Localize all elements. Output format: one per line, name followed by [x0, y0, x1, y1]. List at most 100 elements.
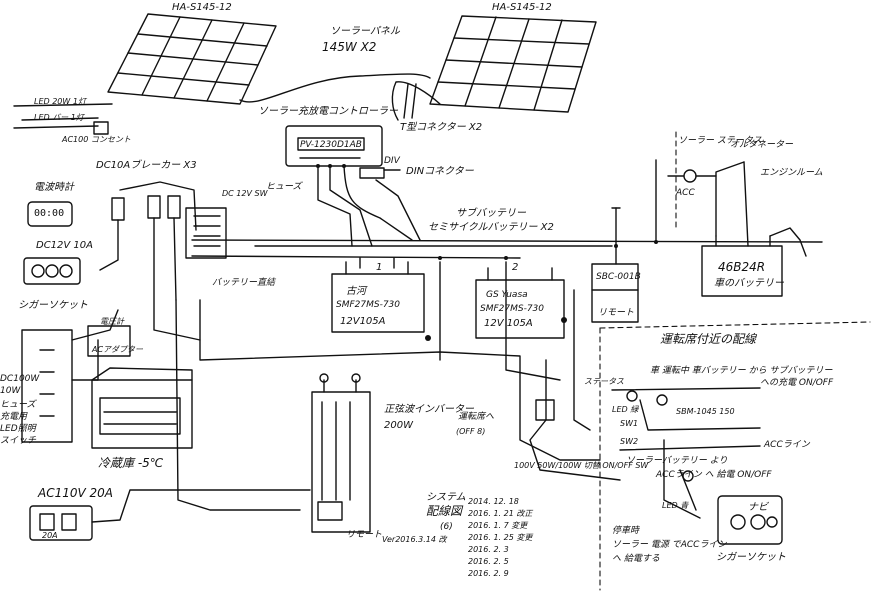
- isolator-remote: リモート: [598, 308, 635, 318]
- solar-status: ソーラー ステータス: [678, 136, 762, 146]
- fridge-adapter: ACアダプター: [92, 345, 144, 354]
- step-label: ステータス: [584, 377, 624, 386]
- driver-sbm: SBM-1045 150: [676, 407, 735, 416]
- fridge-label: 冷蔵庫 -5℃: [98, 456, 164, 470]
- left-edge-5: LED照明: [0, 424, 36, 434]
- driver-acc: ACCライン: [764, 440, 810, 450]
- led-outlet: AC100 コンセント: [62, 135, 131, 144]
- parking-1: 停車時: [612, 526, 640, 536]
- inverter-spec: 200W: [384, 420, 413, 431]
- solar-panel-right: [429, 15, 597, 113]
- car-battery-body: [701, 245, 783, 297]
- battery-1-num: 1: [376, 262, 383, 273]
- battery-2-spec: 12V 105A: [484, 318, 533, 329]
- dc-socket-label: シガーソケット: [18, 300, 88, 311]
- ac-outlet-tag: 20A: [42, 531, 58, 540]
- navi-label: ナビ: [748, 502, 768, 513]
- system-date-5: 2016. 2. 5: [468, 557, 509, 566]
- panel-spec: 145W X2: [322, 40, 377, 54]
- left-edge-3: ヒューズ: [0, 400, 36, 410]
- breaker-2: [147, 195, 161, 219]
- left-edge-4: 充電用: [0, 412, 28, 422]
- fuse-block: [185, 207, 227, 259]
- battery-1-spec: 12V105A: [340, 316, 386, 327]
- battery-2-num: 2: [512, 262, 519, 273]
- clock-label: 電波時計: [34, 182, 74, 193]
- ac-outlet-label: AC110V 20A: [38, 486, 113, 500]
- battery-relay-label: バッテリー直結: [212, 278, 276, 288]
- solar-panel-left: [107, 13, 277, 105]
- led-line-1: LED 20W 1灯: [34, 97, 86, 106]
- unit-left: 運転席へ: [458, 412, 495, 422]
- battery-2-brand: GS Yuasa: [486, 290, 528, 300]
- meter-label: 電圧計: [100, 317, 124, 326]
- acc-relay-label: ACC: [676, 188, 695, 198]
- unit-left-2: (OFF 8): [456, 427, 486, 436]
- dc-outlet-label: DC12V 10A: [36, 240, 93, 251]
- sub-battery-subtitle: セミサイクルバッテリー X2: [428, 222, 554, 233]
- clock-body: [27, 201, 73, 227]
- controller-title: ソーラー充放電コントローラー: [258, 106, 398, 117]
- relay-label: 100V 50W/100W 切替 ON/OFF SW: [514, 461, 649, 470]
- system-title: システム: [426, 492, 466, 503]
- car-battery-label: 車のバッテリー: [714, 278, 784, 289]
- din-connector-label: DINコネクター: [406, 166, 474, 177]
- controller-model: PV-1230D1AB: [300, 140, 362, 150]
- inverter-remote: リモート: [346, 530, 383, 540]
- driver-item-4: ACCライン へ 給電 ON/OFF: [656, 470, 772, 480]
- fridge-body: [91, 379, 193, 449]
- navi-socket-label: シガーソケット: [716, 552, 786, 563]
- breaker-3: [167, 195, 181, 219]
- inverter-title: 正弦波インバーター: [384, 404, 474, 415]
- engine-room-label: エンジンルーム: [760, 168, 823, 178]
- left-edge-1: DC100W: [0, 374, 40, 384]
- alternator-label: オルタネーター: [730, 140, 794, 150]
- parking-3: へ 給電する: [612, 554, 660, 564]
- dc-outlet-body: [23, 257, 81, 285]
- left-switch-panel: [21, 329, 73, 443]
- fuse-label: ヒューズ: [266, 182, 302, 192]
- relay-box: [535, 399, 555, 421]
- parking-2: ソーラー 電源 でACCライン: [612, 540, 727, 550]
- system-date-6: 2016. 2. 9: [468, 569, 509, 578]
- driver-area-title: 運転席付近の配線: [660, 332, 757, 346]
- controller-div: DIV: [384, 156, 400, 166]
- car-battery-model: 46B24R: [718, 260, 766, 274]
- left-edge-2: 10W: [0, 386, 21, 396]
- switch-label: DC 12V SW: [222, 189, 268, 198]
- battery-1-brand: 古河: [346, 286, 366, 297]
- left-edge-6: スイッチ: [0, 436, 37, 446]
- left-panel-model: HA-S145-12: [172, 2, 232, 13]
- isolator-model: SBC-001B: [596, 272, 641, 282]
- driver-item-1: 車 運転中 車バッテリー から サブバッテリー: [650, 366, 833, 376]
- t-connector-label: T型コネクター X2: [400, 122, 483, 133]
- driver-sw1: SW1: [620, 419, 639, 428]
- system-subtitle: 配線図: [426, 504, 463, 518]
- isolator-box: [591, 263, 639, 323]
- battery-2-model: SMF27MS-730: [480, 304, 545, 314]
- system-date-3: 2016. 1. 25 変更: [468, 533, 533, 542]
- system-date-0: 2014. 12. 18: [468, 497, 519, 506]
- led-blue: LED 青: [662, 501, 689, 510]
- system-date-4: 2016. 2. 3: [468, 545, 509, 554]
- driver-sw2: SW2: [620, 437, 639, 446]
- battery-1-model: SMF27MS-730: [336, 300, 401, 310]
- breaker-label: DC10Aブレーカー X3: [96, 160, 197, 171]
- panel-title: ソーラーパネル: [330, 26, 400, 37]
- breaker-1: [111, 197, 125, 221]
- driver-item-2: への充電 ON/OFF: [760, 378, 834, 388]
- navi-socket-body: [717, 495, 783, 545]
- clock-display: 00:00: [34, 208, 65, 219]
- controller-box: [285, 125, 383, 167]
- led-green: LED 緑: [612, 405, 639, 414]
- battery-1: [331, 273, 425, 333]
- inverter-body: [311, 391, 371, 533]
- battery-2: [475, 279, 565, 339]
- system-date-1: 2016. 1. 21 改正: [468, 509, 533, 518]
- system-date-2: 2016. 1. 7 変更: [468, 521, 528, 530]
- driver-item-3: ソーラーバッテリー より: [626, 456, 728, 466]
- system-rev: (6): [440, 522, 453, 532]
- led-line-2: LED バー 1灯: [34, 113, 84, 122]
- sub-battery-title: サブバッテリー: [456, 208, 526, 219]
